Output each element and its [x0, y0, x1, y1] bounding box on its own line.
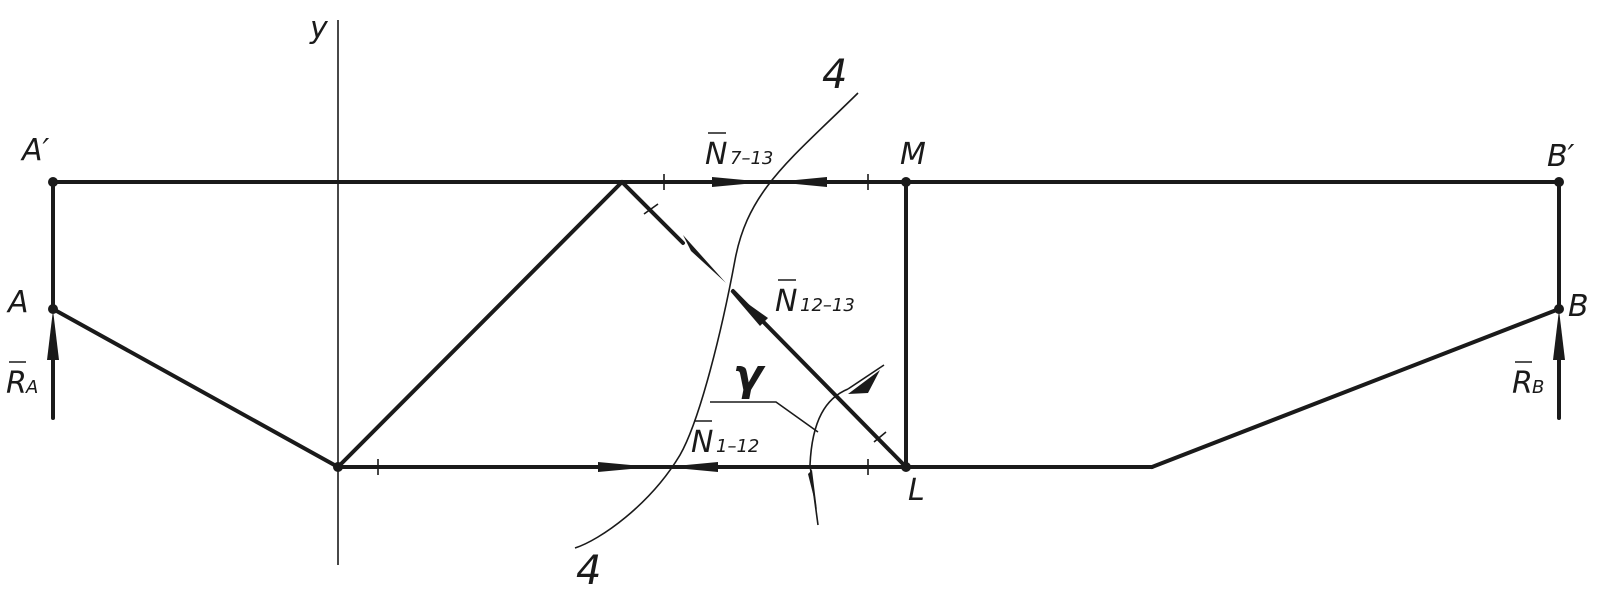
- gamma-arc-ext-top: [847, 364, 885, 390]
- label-A-prime: A′: [20, 133, 50, 168]
- gamma-label: γ: [733, 350, 766, 401]
- reaction-RA-arrow: [47, 310, 59, 360]
- label-RA: R A: [6, 361, 38, 401]
- label-N1-12-sub: 1–12: [716, 436, 759, 457]
- section-label-bottom: 4: [576, 548, 601, 594]
- node-L: [901, 462, 911, 472]
- label-N12-13-symbol: N: [775, 284, 797, 319]
- tick-diag-1: [643, 203, 659, 215]
- label-B-prime: B′: [1547, 139, 1575, 174]
- gamma-leader: [710, 401, 819, 433]
- y-axis-label: y: [309, 11, 329, 46]
- label-L: L: [908, 473, 925, 508]
- label-N12-13: N 12–13: [775, 279, 855, 319]
- label-RA-sub: A: [25, 377, 38, 398]
- gamma-arrow-top: [848, 370, 880, 394]
- arrow-N7-13-left: [712, 177, 765, 187]
- node-A-prime: [48, 177, 58, 187]
- gamma-arc: [809, 388, 849, 466]
- left-diagonal: [336, 180, 624, 469]
- arrow-N1-12-right: [665, 462, 718, 472]
- arrow-N7-13-right: [775, 177, 827, 187]
- diagonal-12-13-upper: [620, 180, 685, 245]
- label-N1-12-symbol: N: [691, 425, 713, 460]
- node-B: [1554, 304, 1564, 314]
- bottom-left-inclined: [51, 307, 340, 469]
- label-B: B: [1568, 289, 1589, 324]
- label-RB-sub: B: [1532, 377, 1544, 398]
- node-B-prime: [1554, 177, 1564, 187]
- reaction-RB-arrow: [1553, 310, 1565, 360]
- gamma-arrow-bottom: [808, 470, 817, 510]
- arrow-N1-12-left: [598, 462, 652, 472]
- tick-diag-2: [873, 431, 887, 443]
- section-label-top: 4: [822, 52, 847, 98]
- section-line-4-4: [574, 92, 859, 549]
- label-N7-13-sub: 7–13: [730, 148, 773, 169]
- label-N12-13-sub: 12–13: [800, 295, 855, 316]
- label-N1-12: N 1–12: [691, 420, 759, 460]
- node-M: [901, 177, 911, 187]
- arrow-N12-13-upper: [683, 235, 726, 283]
- node-A: [48, 304, 58, 314]
- label-A: A: [6, 285, 29, 320]
- label-M: M: [900, 137, 926, 172]
- label-RA-symbol: R: [6, 366, 27, 401]
- label-RB: R B: [1512, 361, 1544, 401]
- node-bottom-left: [333, 462, 343, 472]
- bottom-right-inclined: [1150, 307, 1561, 469]
- label-N7-13: N 7–13: [705, 132, 773, 172]
- arrow-N12-13-lower: [730, 291, 768, 326]
- label-N7-13-symbol: N: [705, 137, 727, 172]
- label-RB-symbol: R: [1512, 366, 1533, 401]
